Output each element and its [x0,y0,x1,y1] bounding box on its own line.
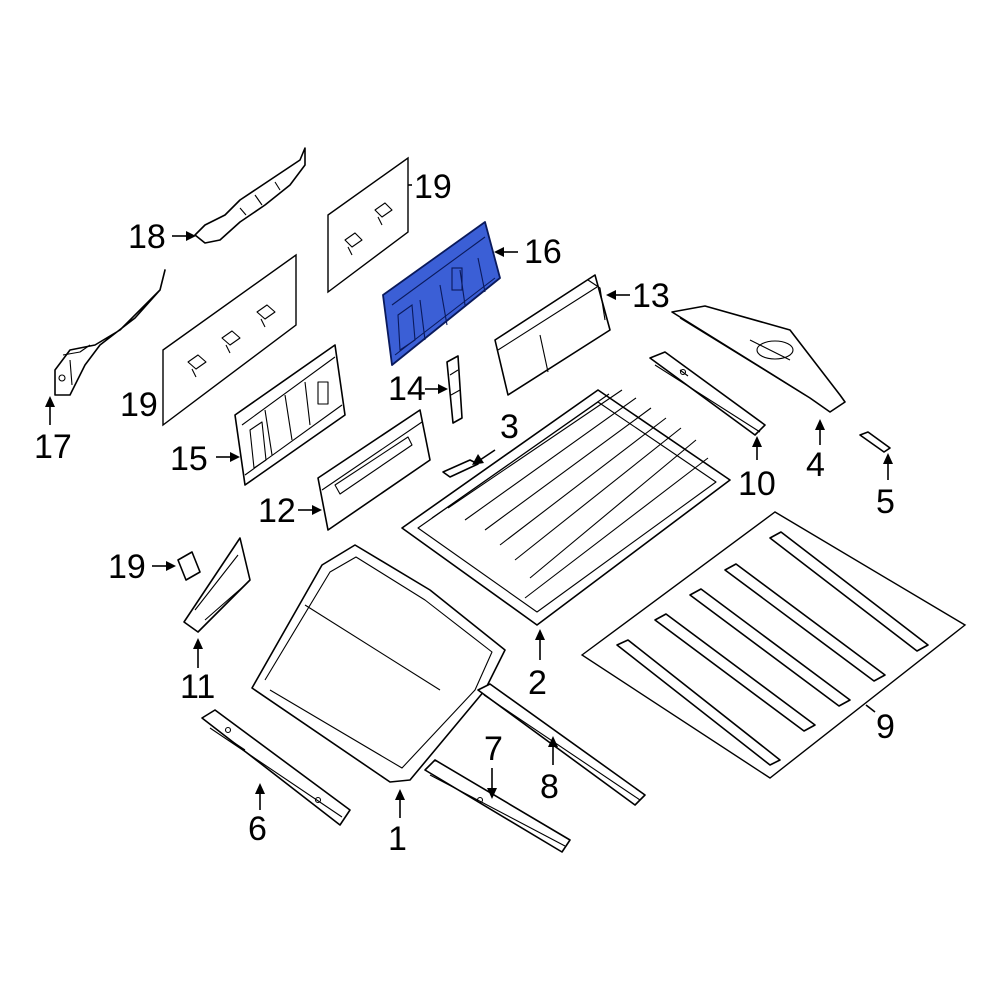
callout-2: 2 [528,664,547,702]
arrow-1 [395,789,405,818]
part-9[interactable] [580,511,967,779]
callout-13: 13 [632,277,670,315]
arrow-3 [472,449,496,465]
arrow-15 [216,452,240,462]
part-19-small[interactable] [177,551,201,581]
part-17[interactable] [54,269,166,396]
callout-10: 10 [738,465,776,503]
part-19-middle-box[interactable] [162,253,297,427]
part-12[interactable] [317,409,431,531]
part-19-upper-box[interactable] [327,156,409,294]
callout-4: 4 [806,446,825,484]
part-6[interactable] [201,709,351,826]
callout-8: 8 [540,768,559,806]
callout-19-middle: 19 [120,386,158,424]
arrow-4 [815,419,825,445]
part-15[interactable] [234,344,346,486]
part-4[interactable] [671,305,846,413]
callout-15: 15 [170,440,208,478]
part-1[interactable] [251,544,506,783]
part-14[interactable] [446,355,463,424]
arrow-14 [425,384,448,394]
part-16[interactable] [382,221,501,366]
arrow-7 [487,768,497,799]
part-3[interactable] [442,459,479,478]
part-8[interactable] [477,683,646,806]
arrow-19-small [152,561,176,571]
arrow-11 [193,638,203,668]
callout-18: 18 [128,218,166,256]
part-7[interactable] [424,759,571,853]
arrow-13 [606,290,630,300]
callout-5: 5 [876,483,895,521]
callout-11: 11 [180,668,215,706]
callout-3: 3 [500,408,519,446]
arrow-16 [494,247,518,257]
arrow-17 [45,396,55,425]
callout-12: 12 [258,492,296,530]
arrow-5 [883,453,893,480]
callout-9: 9 [876,708,895,746]
callout-7: 7 [484,730,503,768]
callout-6: 6 [248,810,267,848]
arrow-8 [548,736,558,765]
part-11[interactable] [183,537,251,633]
arrow-10 [752,436,762,460]
arrow-12 [298,505,322,515]
arrow-6 [255,783,265,810]
callout-1: 1 [388,820,407,858]
part-18[interactable] [194,147,306,244]
callout-17: 17 [34,428,72,466]
callout-19-upper: 19 [414,168,452,206]
part-5[interactable] [859,431,891,453]
part-13[interactable] [494,274,611,396]
arrow-2 [535,629,545,660]
part-10[interactable] [649,351,766,436]
callout-19-small: 19 [108,548,146,586]
arrow-18 [172,231,196,241]
callout-14: 14 [388,370,426,408]
part-2[interactable] [401,389,731,626]
callout-16: 16 [524,233,562,271]
